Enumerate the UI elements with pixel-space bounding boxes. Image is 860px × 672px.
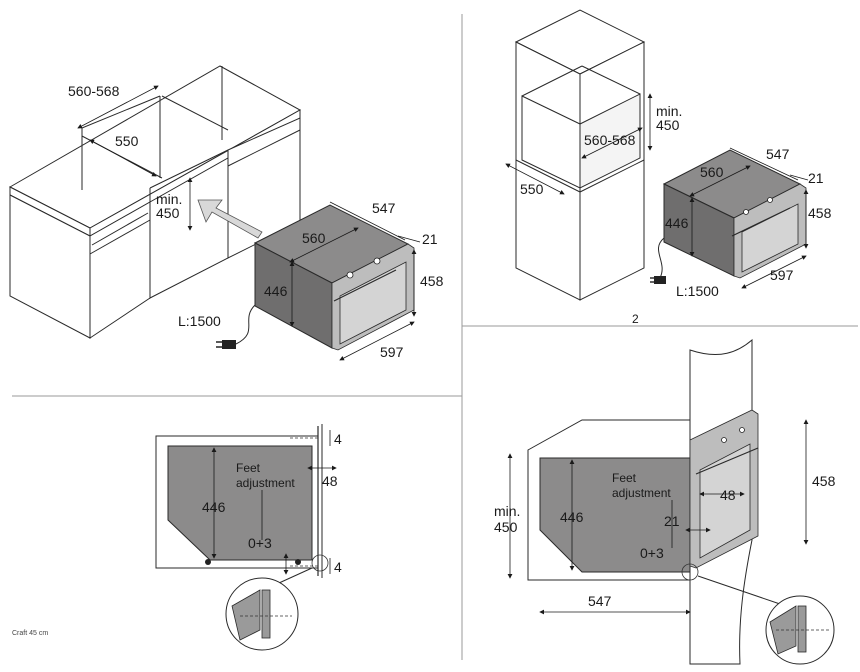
sec-feet-label-1: Feet: [236, 461, 261, 475]
col-dim-oven-height: 446: [665, 215, 689, 231]
foot-icon: [205, 559, 211, 565]
page-number: 2: [632, 312, 639, 326]
footer-model: Craft 45 cm: [12, 630, 48, 637]
insert-arrow-icon: [197, 199, 263, 239]
col-dim-total-height: 458: [808, 205, 832, 221]
dim-front-width: 597: [380, 344, 404, 360]
3d-dim-min-value: 450: [494, 519, 518, 535]
3d-dim-height: 446: [560, 509, 584, 525]
dim-inner-width: 550: [115, 133, 139, 149]
oven-body-section: [539, 457, 691, 573]
sec-feet-label-2: adjustment: [236, 476, 295, 490]
col-dim-front-width: 597: [770, 267, 794, 283]
col-dim-front-offset: 21: [808, 170, 824, 186]
dim-total-height: 458: [420, 273, 444, 289]
dim-oven-width: 560: [302, 230, 326, 246]
3d-feet-label-2: adjustment: [612, 486, 671, 500]
oven-handle-3d: [695, 447, 759, 475]
col-dim-niche-width: 560-568: [584, 132, 636, 148]
dim-depth: 547: [372, 200, 396, 216]
dim-oven-height: 446: [264, 283, 288, 299]
dim-min-height-label: min.: [156, 191, 182, 207]
3d-dim-total-height: 458: [812, 473, 836, 489]
3d-dim-side-gap: 48: [720, 487, 736, 503]
col-oven-handle: [731, 207, 791, 237]
panel-column-install: min. 450 560-568 550 547 560 21 446 458 …: [505, 9, 832, 326]
sec-dim-side-gap: 48: [322, 473, 338, 489]
col-oven-knob-icon: [767, 197, 773, 203]
col-dim-oven-width: 560: [700, 164, 724, 180]
dim-front-offset: 21: [422, 231, 438, 247]
plug-icon: [216, 340, 236, 349]
oven-knob-icon: [346, 271, 354, 279]
sec-dim-bottom-gap: 4: [334, 559, 342, 575]
panel-side-section: 4 Feet adjustment 48 446 0+3 4 Craft 45 …: [12, 424, 342, 651]
col-dim-min-label: min.: [656, 103, 682, 119]
col-dim-depth: 547: [766, 146, 790, 162]
col-dim-min-value: 450: [656, 117, 680, 133]
dim-min-height-value: 450: [156, 205, 180, 221]
oven-knob-icon: [373, 257, 381, 265]
sec-dim-top-gap: 4: [334, 431, 342, 447]
3d-dim-depth: 547: [588, 593, 612, 609]
col-dim-inner-width: 550: [520, 181, 544, 197]
panel-3d-section: min. 450 446 Feet adjustment 48 21 0+3 5…: [494, 338, 836, 665]
oven-section: [167, 445, 313, 561]
power-cable: [235, 304, 256, 345]
col-power-cable: [658, 237, 665, 279]
col-oven-knob-icon: [743, 209, 749, 215]
col-plug-icon: [650, 276, 666, 284]
3d-dim-feet-range: 0+3: [640, 545, 664, 561]
sec-dim-height: 446: [202, 499, 226, 515]
dim-niche-width: 560-568: [68, 83, 120, 99]
panel-undercounter-install: 560-568 550 min. 450 547 560 21 446 458 …: [8, 65, 444, 361]
dim-cable-length: L:1500: [178, 313, 221, 329]
3d-feet-label-1: Feet: [612, 471, 637, 485]
oven-knob-3d-icon: [721, 437, 727, 443]
oven-handle: [333, 269, 397, 302]
col-dim-cable-length: L:1500: [676, 283, 719, 299]
sec-dim-feet-range: 0+3: [248, 535, 272, 551]
3d-dim-min-label: min.: [494, 503, 520, 519]
foot-icon: [295, 559, 301, 565]
oven-knob-3d-icon: [739, 427, 745, 433]
